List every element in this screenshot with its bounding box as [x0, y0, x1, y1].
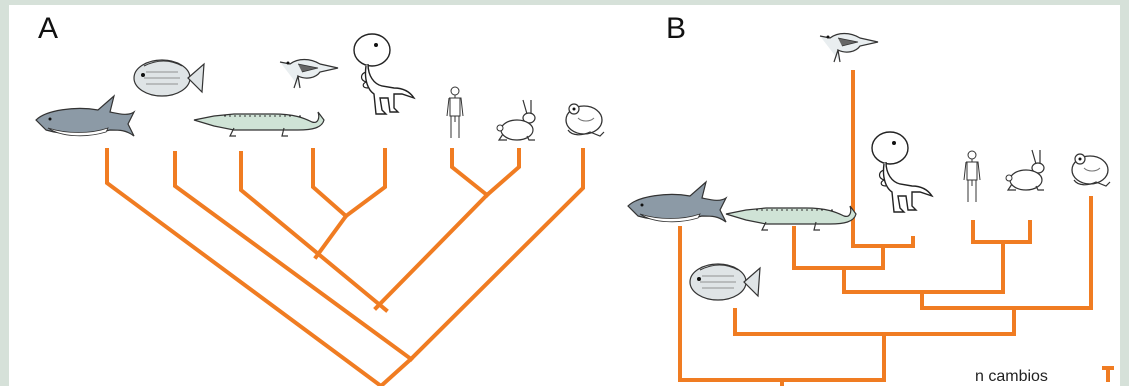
fish-icon	[134, 60, 204, 96]
crocodile-icon	[194, 112, 324, 136]
tree-a-branch-human	[452, 150, 487, 195]
tree-a-branch-shark	[107, 150, 381, 386]
crocodile-icon	[726, 206, 856, 230]
tree-a-branch-archosaur	[316, 216, 346, 257]
tree-b-branch-mammal	[922, 242, 1003, 292]
tree-a-branch-dino	[346, 150, 385, 216]
tree-b-branch-dino	[883, 238, 913, 268]
tree-a	[107, 150, 583, 386]
scale-bar	[1104, 368, 1112, 380]
dinosaur-icon	[872, 132, 932, 212]
shark-icon	[628, 182, 726, 222]
tree-a-branch-mammal	[376, 195, 487, 308]
fish-icon	[690, 264, 760, 300]
frog-icon	[566, 104, 604, 136]
shark-icon	[36, 96, 134, 136]
tree-a-branch-bird	[313, 150, 346, 216]
tree-a-branch-rabbit	[487, 150, 519, 195]
bird-icon	[280, 60, 338, 89]
rabbit-icon	[1006, 150, 1044, 190]
human-icon	[447, 87, 463, 138]
tree-a-branch-root	[381, 359, 411, 386]
tree-b-branch-tetrapod	[735, 308, 1014, 334]
tree-a-branch-frog	[411, 150, 583, 359]
frog-icon	[1072, 154, 1110, 186]
tree-b	[680, 72, 1112, 386]
human-icon	[964, 151, 980, 202]
bird-icon	[820, 34, 878, 63]
tree-b-branch-archosaur	[844, 268, 922, 292]
rabbit-icon	[497, 100, 535, 140]
tree-a-branch-fish	[175, 153, 411, 359]
tree-b-branch-human	[973, 222, 1030, 242]
tree-b-branch-osteichthyes	[680, 228, 884, 380]
dinosaur-icon	[354, 34, 414, 114]
